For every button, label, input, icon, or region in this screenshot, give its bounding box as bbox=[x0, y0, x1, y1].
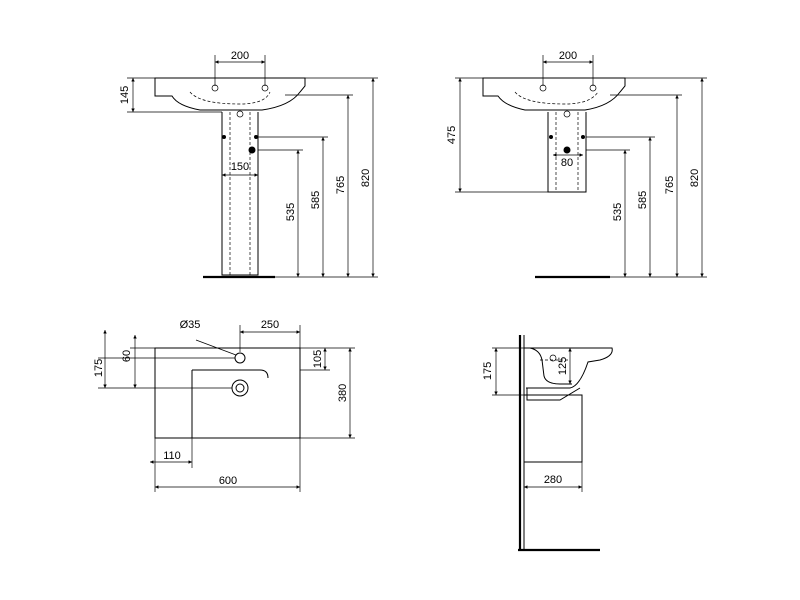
plan-depth-175: 175 bbox=[93, 359, 105, 377]
wall-dim-765: 765 bbox=[664, 176, 676, 194]
plan-dim-60: 60 bbox=[121, 350, 133, 362]
side-dim-175: 175 bbox=[482, 362, 494, 380]
wall-top-width: 200 bbox=[559, 50, 577, 62]
wall-dim-535: 535 bbox=[612, 203, 624, 221]
wall-fix-gap: 80 bbox=[561, 157, 573, 169]
plan-view: Ø35 250 175 60 105 380 110 600 bbox=[93, 319, 355, 492]
front-top-width: 200 bbox=[231, 50, 249, 62]
plan-hole-offset: 250 bbox=[261, 319, 279, 331]
front-dim-820: 820 bbox=[360, 169, 372, 187]
wall-view: 200 475 80 535 585 765 820 bbox=[446, 50, 707, 279]
front-dim-535: 535 bbox=[285, 203, 297, 221]
plan-dim-110: 110 bbox=[163, 450, 181, 462]
wall-mount-height: 475 bbox=[446, 126, 458, 144]
wall-dim-820: 820 bbox=[689, 169, 701, 187]
front-dim-765: 765 bbox=[335, 176, 347, 194]
wall-dim-585: 585 bbox=[637, 191, 649, 209]
front-basin-height: 145 bbox=[119, 86, 131, 104]
side-dim-280: 280 bbox=[544, 474, 562, 486]
plan-width-600: 600 bbox=[219, 475, 237, 487]
side-view: 175 125 280 bbox=[482, 335, 613, 552]
plan-dim-105: 105 bbox=[312, 350, 324, 368]
plan-depth-380: 380 bbox=[337, 384, 349, 402]
front-pedestal-gap: 150 bbox=[231, 161, 249, 173]
plan-hole-diameter: Ø35 bbox=[180, 319, 201, 331]
front-view: 200 145 150 535 585 765 820 bbox=[119, 50, 378, 279]
side-dim-125: 125 bbox=[557, 357, 569, 375]
front-dim-585: 585 bbox=[310, 191, 322, 209]
